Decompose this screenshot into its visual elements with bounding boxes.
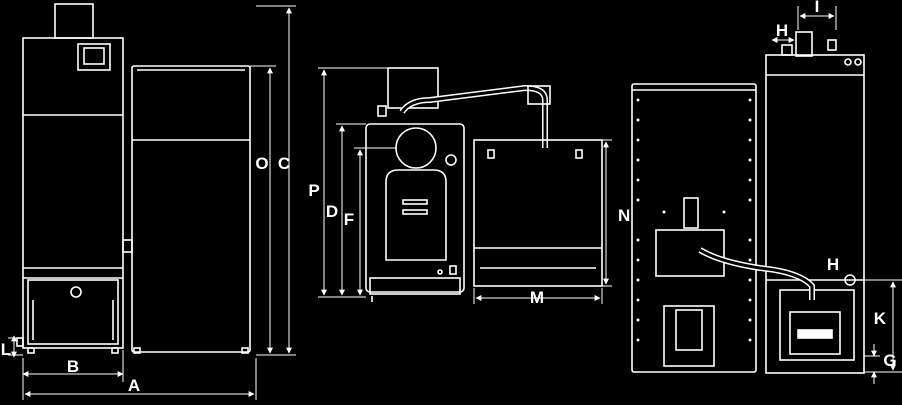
rear-view-dots (636, 98, 752, 342)
connector-H-side (844, 274, 856, 286)
label-H-top: H (776, 21, 788, 40)
pellet-tank (131, 65, 251, 353)
label-B: B (67, 357, 79, 376)
front-view-labels: A B O C L (1, 154, 290, 395)
boiler-top (365, 123, 465, 293)
rear-view-labels: I H H K G (776, 0, 897, 370)
label-N: N (618, 206, 630, 225)
label-F: F (344, 210, 354, 229)
control-panel (77, 43, 111, 71)
rear-view-dimensions (771, 6, 902, 384)
feed-pipe (399, 84, 548, 148)
top-view-center (365, 67, 603, 302)
burner-unit (779, 289, 855, 361)
flue-outlet (395, 127, 437, 169)
top-view-labels: P D F N M (308, 181, 630, 307)
boiler-rear (765, 54, 865, 374)
boiler-body (22, 37, 124, 349)
top-flue-block (387, 67, 439, 109)
ash-door (27, 279, 119, 345)
door-knob (70, 286, 82, 298)
label-G: G (883, 351, 896, 370)
label-A: A (128, 376, 140, 395)
front-view-dimensions (8, 5, 296, 400)
label-O: O (255, 154, 268, 173)
front-view-left (16, 3, 251, 354)
tank-rear (631, 83, 757, 373)
tank-top (473, 139, 603, 287)
label-I: I (815, 0, 820, 16)
label-P: P (308, 181, 319, 200)
label-K: K (874, 309, 887, 328)
rear-view-right (631, 31, 865, 374)
label-C: C (278, 154, 290, 173)
label-H-side: H (827, 255, 839, 274)
top-view-dimensions (318, 67, 612, 304)
label-L: L (1, 340, 11, 359)
label-D: D (326, 202, 338, 221)
flue-pipe (54, 3, 94, 39)
label-M: M (530, 288, 544, 307)
